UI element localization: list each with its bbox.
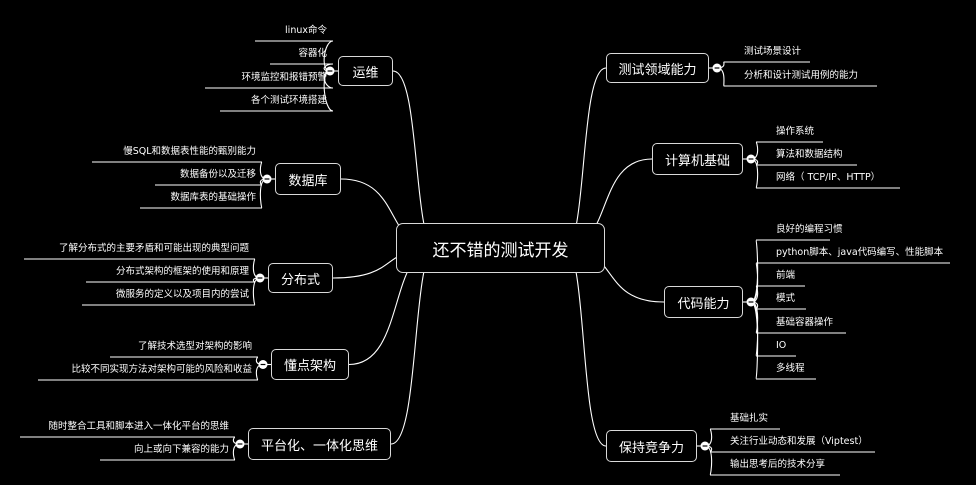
leaf-cs-2[interactable]: 网络（ TCP/IP、HTTP） — [776, 172, 881, 183]
leaf-ops-0[interactable]: linux命令 — [285, 25, 327, 36]
topic-database[interactable]: 数据库 — [275, 163, 341, 195]
leaf-code-0[interactable]: 良好的编程习惯 — [776, 224, 843, 235]
root-topic[interactable]: 还不错的测试开发 — [396, 223, 605, 273]
connector-leaf-testdomain-0 — [716, 61, 810, 69]
leaf-dist-2[interactable]: 微服务的定义以及项目内的尝试 — [115, 289, 249, 300]
topic-coding-label: 代码能力 — [677, 296, 730, 312]
topic-platform-thinking-label: 平台化、一体化思维 — [260, 438, 378, 454]
leaf-compete-0[interactable]: 基础扎实 — [730, 413, 769, 424]
leaf-code-3[interactable]: 模式 — [776, 293, 796, 304]
root-topic-label: 还不错的测试开发 — [432, 240, 569, 261]
connector-root-compete — [564, 247, 607, 447]
leaf-compete-1[interactable]: 关注行业动态和发展（Viptest） — [730, 436, 868, 447]
topic-ops-label: 运维 — [352, 65, 379, 81]
leaf-db-1[interactable]: 数据备份以及迁移 — [179, 169, 256, 180]
leaf-testdomain-1[interactable]: 分析和设计测试用例的能力 — [744, 70, 859, 81]
connector-leaf-dist-1 — [86, 277, 261, 283]
connector-leaf-platform-0 — [20, 436, 241, 445]
topic-cs-fundamentals-label: 计算机基础 — [664, 153, 730, 169]
leaf-platform-0[interactable]: 随时整合工具和脚本进入一体化平台的思维 — [48, 421, 229, 432]
connector-root-ops — [392, 70, 437, 249]
leaf-ops-1[interactable]: 容器化 — [298, 48, 327, 59]
leaf-arch-0[interactable]: 了解技术选型对架构的影响 — [137, 341, 252, 352]
leaf-ops-2[interactable]: 环境监控和报错预警 — [241, 72, 327, 83]
topic-test-domain-label: 测试领域能力 — [618, 62, 697, 78]
leaf-db-0[interactable]: 慢SQL和数据表性能的甄别能力 — [123, 146, 256, 157]
topic-distributed-label: 分布式 — [280, 272, 320, 288]
leaf-testdomain-0[interactable]: 测试场景设计 — [744, 46, 802, 57]
leaf-cs-0[interactable]: 操作系统 — [776, 126, 815, 137]
topic-coding[interactable]: 代码能力 — [664, 286, 743, 318]
topic-architecture[interactable]: 懂点架构 — [271, 349, 349, 380]
leaf-compete-2[interactable]: 输出思考后的技术分享 — [730, 459, 826, 470]
connector-root-platform — [390, 247, 437, 445]
leaf-arch-1[interactable]: 比较不同实现方法对架构可能的风险和收益 — [71, 364, 252, 375]
leaf-code-5[interactable]: IO — [776, 340, 787, 351]
topic-competitiveness-label: 保持竞争力 — [618, 440, 684, 456]
leaf-code-2[interactable]: 前端 — [776, 270, 796, 281]
leaf-ops-3[interactable]: 各个测试环境搭建 — [250, 95, 327, 106]
connector-leaf-ops-1 — [270, 63, 334, 72]
leaf-code-1[interactable]: python脚本、java代码编写、性能脚本 — [776, 247, 944, 258]
topic-architecture-label: 懂点架构 — [283, 359, 336, 374]
leaf-cs-1[interactable]: 算法和数据结构 — [776, 149, 843, 160]
topic-distributed[interactable]: 分布式 — [268, 263, 333, 293]
leaf-code-4[interactable]: 基础容器操作 — [776, 317, 834, 328]
leaf-dist-1[interactable]: 分布式架构的框架的使用和原理 — [115, 266, 249, 277]
leaf-code-6[interactable]: 多线程 — [776, 363, 805, 374]
connector-root-testdomain — [564, 67, 607, 249]
leaf-db-2[interactable]: 数据库表的基础操作 — [170, 192, 256, 203]
topic-ops[interactable]: 运维 — [338, 56, 393, 86]
topic-test-domain[interactable]: 测试领域能力 — [606, 53, 709, 83]
leaf-dist-0[interactable]: 了解分布式的主要矛盾和可能出现的典型问题 — [58, 243, 249, 254]
topic-cs-fundamentals[interactable]: 计算机基础 — [652, 143, 743, 175]
topic-competitiveness[interactable]: 保持竞争力 — [606, 430, 697, 462]
topic-platform-thinking[interactable]: 平台化、一体化思维 — [248, 428, 391, 460]
topic-database-label: 数据库 — [288, 173, 328, 189]
leaf-platform-1[interactable]: 向上或向下兼容的能力 — [133, 444, 229, 455]
